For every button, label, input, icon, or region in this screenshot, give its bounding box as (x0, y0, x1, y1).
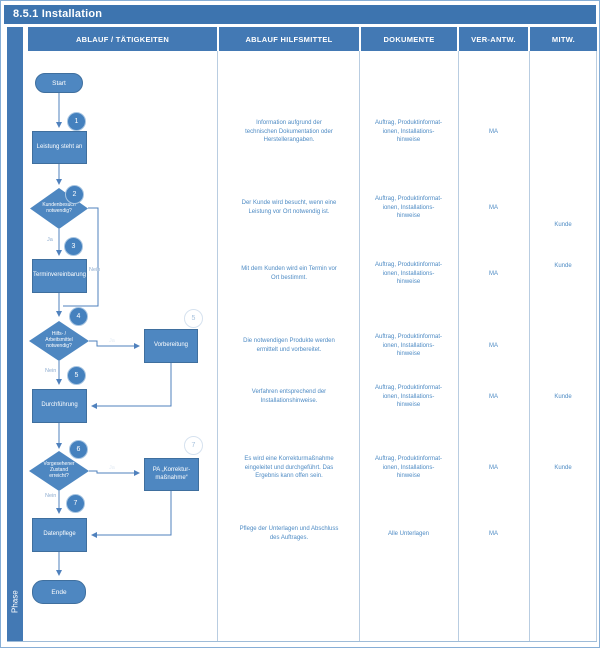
verantw-text: MA (489, 204, 498, 211)
hilfsmittel-text: Der Kunde wird besucht, wenn eine Leistu… (241, 200, 337, 215)
step-datenpflege: Datenpflege (32, 518, 87, 552)
dokumente-text: Auftrag, Produktinformat- ionen, Install… (374, 333, 443, 358)
end-node: Ende (32, 580, 86, 604)
mitw-text: Kunde (554, 464, 572, 471)
dokumente-text: Auftrag, Produktinformat- ionen, Install… (374, 195, 443, 220)
step-vorbereitung: Vorbereitung (144, 329, 198, 363)
step-pa-korrekturmassnahme: PA „Korrektur- maßnahme“ (144, 458, 199, 491)
step-terminvereinbarung: Terminvereinbarung (32, 259, 87, 293)
mitw-text (530, 509, 596, 559)
connector-label-ja: Ja (47, 237, 53, 243)
mitw-text (530, 321, 596, 371)
step-number-badge-3: 3 (64, 237, 83, 256)
verantw-text: MA (489, 464, 498, 471)
verantw-text: MA (489, 393, 498, 400)
header-mitw: MITW. (530, 27, 597, 51)
hilfsmittel-text: Verfahren entsprechend der Installations… (251, 389, 327, 404)
decision-hilfsmittel: Hilfs- / Arbeitsmittel notwendig? (29, 321, 89, 361)
hilfsmittel-text: Pflege der Unterlagen und Abschluss des … (239, 526, 339, 541)
step-number-badge-7-light: 7 (184, 436, 203, 455)
step-number-badge-4: 4 (69, 307, 88, 326)
header-dokumente: DOKUMENTE (361, 27, 457, 51)
verantw-text: MA (489, 128, 498, 135)
dokumente-text: Auftrag, Produktinformat- ionen, Install… (374, 261, 443, 286)
header-ver-antw: VER-ANTW. (459, 27, 528, 51)
verantw-text: MA (489, 270, 498, 277)
page-title: 8.5.1 Installation (4, 5, 596, 24)
column-divider (596, 51, 597, 641)
step-number-badge-1: 1 (67, 112, 86, 131)
column-divider (529, 51, 530, 641)
step-number-badge-5: 5 (67, 366, 86, 385)
start-node: Start (35, 73, 83, 93)
connector-label-nein: Nein (45, 368, 57, 374)
hilfsmittel-text: Information aufgrund der technischen Dok… (245, 119, 333, 144)
step-number-badge-5-light: 5 (184, 309, 203, 328)
step-durchfuehrung: Durchführung (32, 389, 87, 423)
mitw-text: Kunde (554, 393, 572, 400)
hilfsmittel-text: Die notwendigen Produkte werden ermittel… (243, 338, 335, 353)
dokumente-text: Auftrag, Produktinformat- ionen, Install… (374, 119, 443, 144)
table-bottom-border (7, 641, 597, 642)
step-number-badge-6: 6 (69, 440, 88, 459)
hilfsmittel-text: Mit dem Kunden wird ein Termin vor Ort b… (241, 266, 337, 281)
step-number-badge-7: 7 (66, 494, 85, 513)
connector-label-nein: Nein (89, 267, 101, 273)
column-divider (458, 51, 459, 641)
phase-lane-label: Phase (10, 590, 20, 614)
verantw-text: MA (489, 342, 498, 349)
connector-label-ja-faint: Ja (109, 465, 115, 471)
hilfsmittel-text: Es wird eine Korrekturmaßnahme eingeleit… (244, 455, 334, 480)
header-ablauf-hilfsmittel: ABLAUF HILFSMITTEL (219, 27, 359, 51)
dokumente-text: Alle Unterlagen (387, 530, 430, 537)
dokumente-text: Auftrag, Produktinformat- ionen, Install… (374, 384, 443, 409)
mitw-text (530, 104, 596, 160)
step-leistung-steht-an: Leistung steht an (32, 131, 87, 164)
header-ablauf-taetigkeiten: ABLAUF / TÄTIGKEITEN (28, 27, 217, 51)
step-number-badge-2: 2 (65, 185, 84, 204)
column-divider (359, 51, 360, 641)
mitw-text: Kunde (554, 262, 572, 269)
phase-lane-bar (7, 27, 23, 641)
dokumente-text: Auftrag, Produktinformat- ionen, Install… (374, 455, 443, 480)
connector-label-nein: Nein (45, 493, 57, 499)
mitw-text: Kunde (554, 221, 572, 228)
verantw-text: MA (489, 530, 498, 537)
column-divider (217, 51, 218, 641)
connector-label-ja-faint: Ja (109, 338, 115, 344)
